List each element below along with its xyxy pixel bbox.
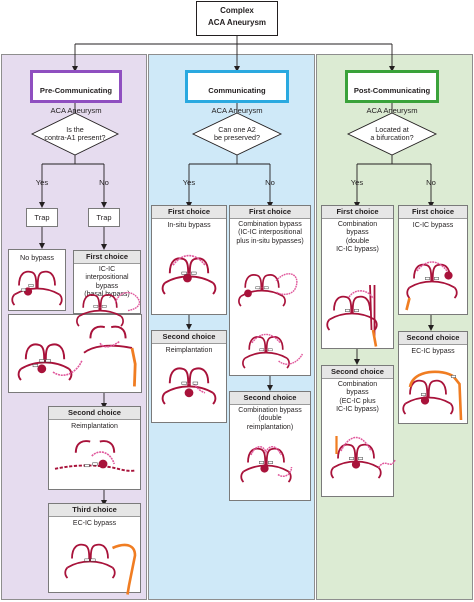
top-complex-aca-aneurysm-box: Complex ACA Aneurysm: [196, 1, 278, 36]
post-communicating-box: Post-Communicating ACA Aneurysm: [345, 70, 439, 115]
communicating-box: Communicating ACA Aneurysm: [185, 70, 289, 115]
post-question: Located at a bifurcation?: [370, 125, 414, 143]
decision-diamond-pre: [30, 112, 120, 156]
combination-bypass-text: Combination bypass (IC-IC interpositiona…: [236, 221, 304, 245]
com-first-choice-a-box: First choice In-situ bypass: [151, 205, 227, 315]
com-no-label: No: [265, 178, 275, 187]
post-title: Post-Communicating: [353, 86, 431, 95]
com-second-choice-b-box: Second choice Combination bypass (double…: [229, 391, 311, 501]
pre-yes-label: Yes: [35, 178, 49, 187]
first-choice-header: First choice: [230, 206, 310, 219]
first-choice-header: First choice: [74, 251, 140, 264]
pre-question: Is the contra-A1 present?: [44, 125, 106, 143]
double-ic-ic-text: Combination bypass (double IC-IC bypass): [336, 221, 379, 254]
trap-box-no: Trap: [88, 208, 120, 227]
pre-second-choice-box: Second choice Reimplantation: [48, 406, 141, 490]
second-choice-header: Second choice: [152, 331, 226, 344]
ec-ic-bypass-text: EC-IC bypass: [411, 348, 455, 355]
post-second-choice-b-box: Second choice EC-IC bypass: [398, 331, 468, 424]
decision-diamond-com: [191, 112, 283, 156]
reimplantation-text: Reimplantation: [71, 423, 118, 430]
com-yes-label: Yes: [182, 178, 196, 187]
ec-ic-plus-ic-ic-text: Combination bypass (EC-IC plus IC-IC byp…: [336, 381, 379, 414]
ec-ic-bypass-text: EC-IC bypass: [72, 520, 117, 527]
first-choice-header: First choice: [152, 206, 226, 219]
second-choice-header: Second choice: [322, 366, 393, 379]
post-yes-label: Yes: [350, 178, 364, 187]
com-question: Can one A2 be preserved?: [214, 125, 260, 143]
ic-ic-bypass-text: IC-IC bypass: [412, 222, 454, 229]
pre-subtitle: ACA Aneurysm: [50, 106, 102, 115]
second-choice-header: Second choice: [230, 392, 310, 405]
pre-title: Pre-Communicating: [39, 86, 113, 95]
top-title: Complex: [220, 6, 254, 15]
trap-box-yes: Trap: [26, 208, 58, 227]
first-choice-header: First choice: [399, 206, 467, 219]
pre-third-choice-box: Third choice EC-IC bypass: [48, 503, 141, 593]
post-no-label: No: [426, 178, 436, 187]
pre-communicating-box: Pre-Communicating ACA Aneurysm: [30, 70, 122, 115]
post-first-choice-a-box: First choice Combination bypass (double …: [321, 205, 394, 349]
com-subtitle: ACA Aneurysm: [211, 106, 263, 115]
trap-label: Trap: [96, 213, 112, 222]
post-second-choice-a-box: Second choice Combination bypass (EC-IC …: [321, 365, 394, 497]
third-choice-header: Third choice: [49, 504, 140, 517]
no-bypass-label: No bypass: [20, 253, 54, 262]
pre-no-label: No: [99, 178, 109, 187]
reimplantation-text: Reimplantation: [165, 347, 213, 354]
second-choice-header: Second choice: [399, 332, 467, 345]
second-choice-header: Second choice: [49, 407, 140, 420]
top-subtitle: ACA Aneurysm: [207, 18, 267, 27]
first-choice-header: First choice: [322, 206, 393, 219]
com-second-choice-a-box: Second choice Reimplantation: [151, 330, 227, 423]
in-situ-bypass-text: In-situ bypass: [167, 222, 211, 229]
no-bypass-box: No bypass: [8, 249, 66, 311]
trap-label: Trap: [34, 213, 50, 222]
decision-diamond-post: [346, 112, 438, 156]
post-subtitle: ACA Aneurysm: [366, 106, 418, 115]
com-title: Communicating: [208, 86, 266, 95]
double-reimplantation-text: Combination bypass (double reimplantatio…: [238, 407, 302, 431]
